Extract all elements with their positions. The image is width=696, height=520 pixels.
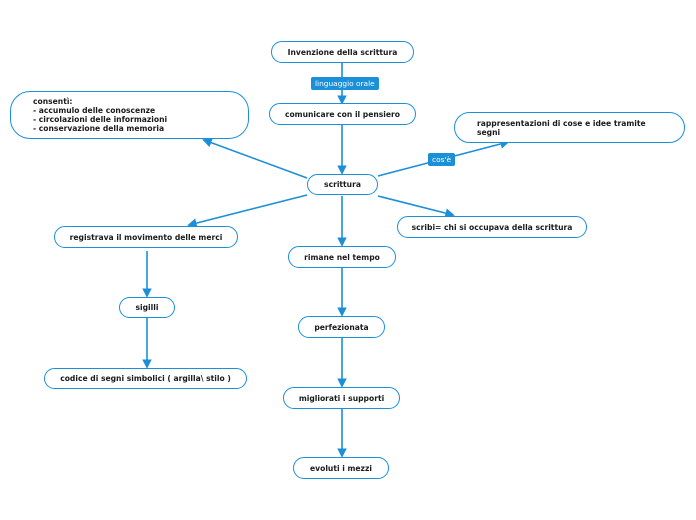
node-migliorati-i-supporti[interactable]: migliorati i supporti <box>283 387 400 409</box>
consenti-line-3: - circolazioni delle informazioni <box>33 115 168 124</box>
rappresentazioni-line-2: segni <box>477 127 501 137</box>
rappresentazioni-line-1: rappresentazioni di cose e idee tramite <box>477 118 646 128</box>
node-codice-segni-simbolici[interactable]: codice di segni simbolici ( argilla\ sti… <box>44 368 247 389</box>
label-linguaggio-orale: linguaggio orale <box>311 77 379 90</box>
node-rappresentazioni[interactable]: rappresentazioni di cose e idee tramite … <box>454 112 685 143</box>
node-invenzione-della-scrittura[interactable]: Invenzione della scrittura <box>271 41 414 63</box>
node-scrittura[interactable]: scrittura <box>307 174 378 195</box>
consenti-line-2: - accumulo delle conoscenze <box>33 106 156 115</box>
node-evoluti-i-mezzi[interactable]: evoluti i mezzi <box>293 457 389 479</box>
node-perfezionata[interactable]: perfezionata <box>298 316 385 338</box>
consenti-line-4: - conservazione della memoria <box>33 124 165 133</box>
node-comunicare-con-il-pensiero[interactable]: comunicare con il pensiero <box>269 103 416 125</box>
edge-scrittura-consenti <box>202 138 308 179</box>
consenti-line-1: consentì: <box>33 97 73 106</box>
label-cose: cos'è <box>428 153 456 166</box>
edge-scrittura-registrava <box>187 194 308 228</box>
node-registrava-movimento-merci[interactable]: registrava il movimento delle merci <box>54 226 238 248</box>
node-scribi[interactable]: scribi= chi si occupava della scrittura <box>397 216 587 238</box>
node-sigilli[interactable]: sigilli <box>119 297 175 318</box>
edge-scrittura-scribi <box>377 195 455 218</box>
node-consenti[interactable]: consentì: - accumulo delle conoscenze - … <box>10 91 249 139</box>
node-rimane-nel-tempo[interactable]: rimane nel tempo <box>288 246 396 268</box>
